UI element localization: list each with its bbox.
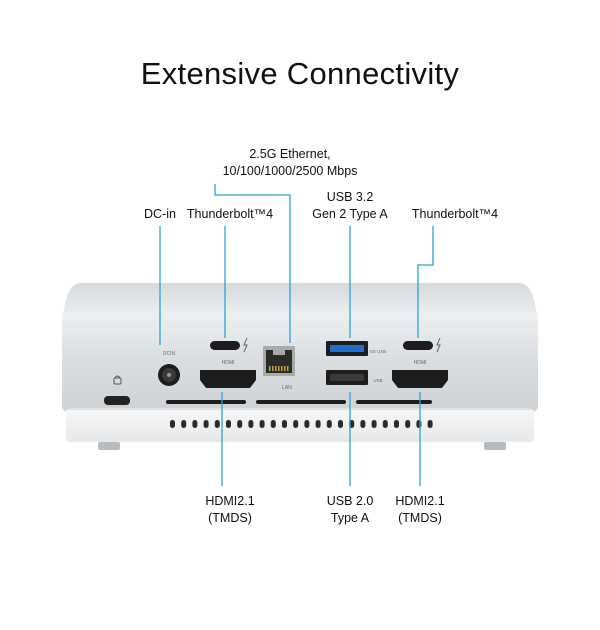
thunderbolt-right-port [403, 337, 441, 353]
vent-hole [382, 420, 388, 428]
ethernet-label: 2.5G Ethernet, 10/100/1000/2500 Mbps [180, 146, 400, 180]
callout-lines [159, 184, 434, 486]
hdmi-right-label: HDMI2.1 (TMDS) [370, 493, 470, 527]
vent-hole [259, 420, 265, 428]
vent-hole [360, 420, 366, 428]
hdmi-left-port [200, 370, 256, 388]
hdmi-left-label-line1: HDMI2.1 [205, 494, 255, 508]
thunderbolt-left-port [210, 337, 248, 353]
base-vents [170, 420, 433, 428]
usb-bottom-port-mark: USB [373, 378, 382, 383]
ethernet-label-line1: 2.5G Ethernet, [249, 147, 331, 161]
vent-hole [192, 420, 198, 428]
usb20-label-line1: USB 2.0 [326, 494, 374, 508]
page-title: Extensive Connectivity [140, 56, 460, 91]
vent-hole [214, 420, 220, 428]
vent-hole [405, 420, 411, 428]
vent-hole [394, 420, 399, 428]
vent-hole [203, 420, 209, 428]
vent-hole [248, 420, 254, 428]
usb32-label-line1: USB 3.2 [326, 190, 374, 204]
vent-hole [226, 420, 231, 428]
usb20-label: USB 2.0 Type A [300, 493, 400, 527]
vent-hole [170, 420, 175, 428]
dcin-label: DC-in [144, 207, 176, 221]
dc-in-port [158, 364, 180, 386]
usb32-label-line2: Gen 2 Type A [312, 207, 388, 221]
hdmi-left-label-line2: (TMDS) [208, 511, 252, 525]
usb20-label-line2: Type A [330, 511, 370, 525]
callout-tb4-right [417, 226, 434, 338]
front-slot-vents [166, 400, 432, 404]
kensington-lock [104, 375, 130, 405]
callout-ethernet [214, 184, 291, 343]
usb32-port [326, 341, 368, 356]
chassis-front [62, 316, 538, 412]
vent-hole [338, 420, 343, 428]
hdmi-left-label: HDMI2.1 (TMDS) [180, 493, 280, 527]
ethernet-port [263, 346, 295, 376]
usb32-label: USB 3.2 Gen 2 Type A [290, 189, 410, 223]
vent-hole [326, 420, 332, 428]
lan-port-mark: LAN [282, 385, 292, 391]
tb4-left-label: Thunderbolt™4 [186, 207, 274, 221]
vent-hole [181, 420, 187, 428]
left-foot [98, 442, 120, 450]
chassis-base [66, 408, 534, 442]
vent-hole [237, 420, 243, 428]
ethernet-label-line2: 10/100/1000/2500 Mbps [222, 164, 358, 178]
usb-top-port-mark: SS USB [370, 349, 387, 354]
vent-hole [427, 420, 433, 428]
vent-hole [371, 420, 377, 428]
usb20-port [326, 370, 368, 385]
vent-hole [304, 420, 310, 428]
right-foot [484, 442, 506, 450]
vent-hole [293, 420, 299, 428]
hdmi-left-port-mark: HDMI [222, 360, 235, 366]
chassis-top [62, 283, 538, 318]
dcin-port-mark: DCIN [163, 351, 176, 357]
tb4-right-label: Thunderbolt™4 [411, 207, 499, 221]
vent-hole [315, 420, 321, 428]
hdmi-right-label-line1: HDMI2.1 [395, 494, 445, 508]
hdmi-right-port [392, 370, 448, 388]
vent-hole [282, 420, 287, 428]
hdmi-right-port-mark: HDMI [414, 360, 427, 366]
vent-hole [270, 420, 276, 428]
hdmi-right-label-line2: (TMDS) [398, 511, 442, 525]
